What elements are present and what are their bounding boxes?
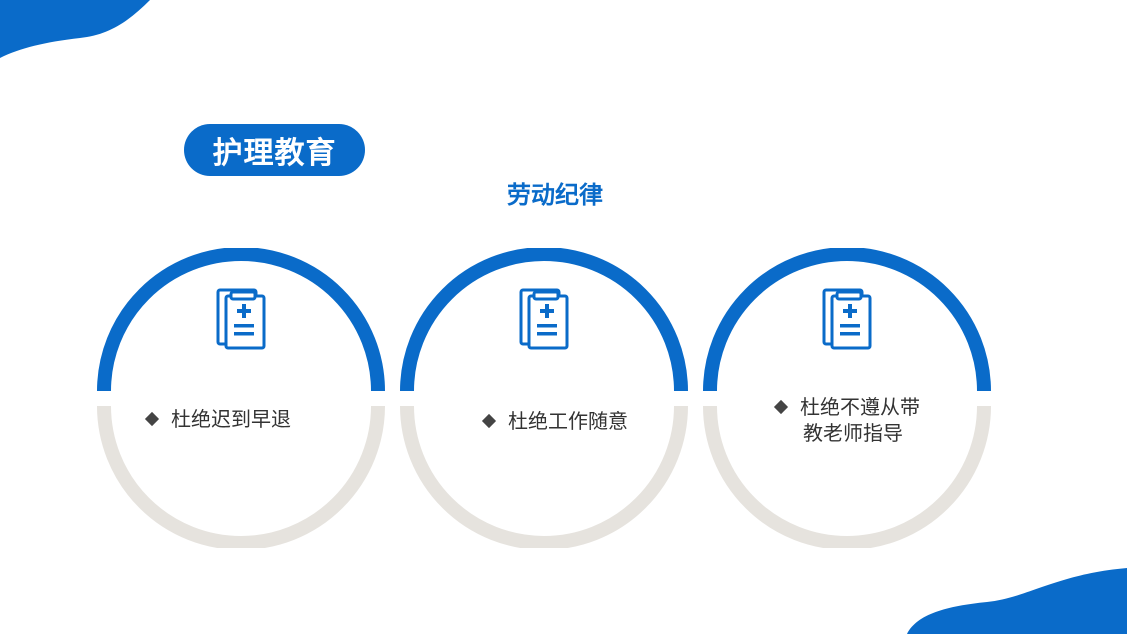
page-title-badge: 护理教育 [184, 124, 365, 176]
diamond-bullet-icon [481, 413, 497, 428]
card-2: 杜绝工作随意 [400, 248, 688, 548]
clipboard-medical-icon [822, 288, 872, 350]
corner-wave-top-left [0, 0, 150, 58]
card-text: 杜绝工作随意 [481, 408, 628, 434]
corner-wave-bottom-right [907, 568, 1127, 634]
page-title: 护理教育 [212, 136, 337, 171]
section-subtitle: 劳动纪律 [507, 181, 603, 209]
ring [400, 248, 688, 548]
clipboard-medical-icon [216, 288, 266, 350]
ring [97, 248, 385, 548]
card-3: 杜绝不遵从带 教老师指导 [703, 248, 991, 548]
ring [703, 248, 991, 548]
card-text: 杜绝迟到早退 [144, 406, 291, 432]
clipboard-medical-icon [519, 288, 569, 350]
card-line-2: 教老师指导 [803, 421, 903, 445]
diamond-bullet-icon [773, 399, 789, 414]
card-line-1: 杜绝不遵从带 [800, 395, 920, 419]
card-line-1: 杜绝迟到早退 [171, 407, 291, 431]
card-1: 杜绝迟到早退 [97, 248, 385, 548]
diamond-bullet-icon [144, 411, 160, 426]
card-text: 杜绝不遵从带 教老师指导 [773, 394, 920, 446]
card-line-1: 杜绝工作随意 [508, 409, 628, 433]
